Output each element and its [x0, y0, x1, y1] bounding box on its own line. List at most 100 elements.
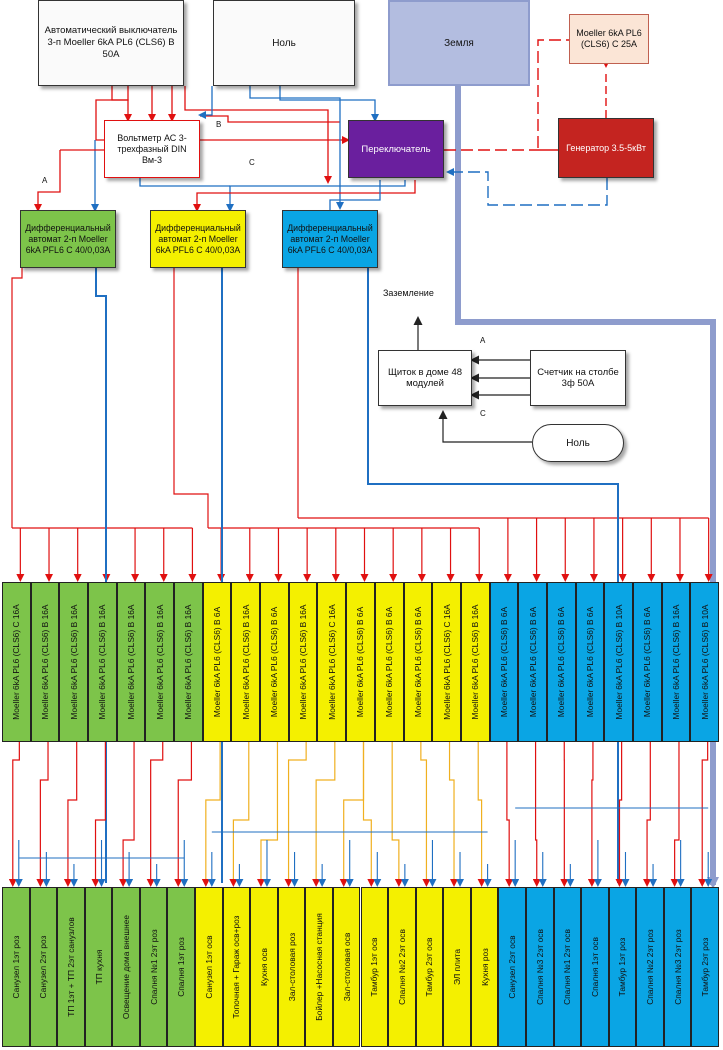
branch-phase-12 — [312, 742, 336, 887]
circuit-label: Кухня роз — [479, 948, 490, 986]
circuit-label: Тамбур 1эт осв — [369, 937, 380, 997]
circuit-label: Тамбур 2эт роз — [700, 937, 711, 997]
circuit-label: Спалня 1эт осв — [589, 937, 600, 997]
circuit-label: Кухня осв — [258, 947, 269, 987]
circuit-11: Зал-столовая роз — [277, 887, 306, 1047]
branch-phase-14 — [362, 742, 376, 887]
circuit-label: Зал-столовая роз — [286, 932, 297, 1002]
breaker-label: Moeller 6kA PL6 (CLS6) B 6A — [498, 606, 509, 718]
branch-phase-11 — [284, 742, 307, 887]
breaker-5: Moeller 6kA PL6 (CLS6) B 16A — [116, 582, 146, 742]
branch-phase-9 — [229, 742, 250, 887]
branch-phase-8 — [201, 742, 221, 887]
house-panel-label: Щиток в доме 48 модулей — [387, 367, 463, 389]
branch-phase-19 — [505, 742, 514, 887]
branch-phase-25 — [670, 742, 680, 887]
circuit-4: ТП кухня — [84, 887, 113, 1047]
breaker-21: Moeller 6kA PL6 (CLS6) B 6A — [575, 582, 605, 742]
circuit-3: ТП 1эт + ТП 2эт санузлов — [57, 887, 85, 1047]
breaker-label: Moeller 6kA PL6 (CLS6) B 6A — [212, 606, 223, 718]
breaker-label: Moeller 6kA PL6 (CLS6) B 10A — [613, 604, 624, 720]
circuit-label: Спалня №2 2эт осв — [396, 929, 407, 1005]
breaker-label: Moeller 6kA PL6 (CLS6) B 6A — [384, 606, 395, 718]
circuit-23: Тамбур 1эт роз — [608, 887, 637, 1047]
pole-neutral-label: Ноль — [566, 437, 590, 449]
circuit-16: Тамбур 2эт осв — [415, 887, 444, 1047]
pole-phase-label-c: C — [480, 409, 486, 418]
circuit-18: Кухня роз — [470, 887, 499, 1047]
breaker-label: Moeller 6kA PL6 (CLS6) B 10A — [699, 604, 710, 720]
grounding-label: Заземление — [383, 288, 434, 298]
circuit-label: Санузел 2эт роз — [38, 935, 49, 999]
transfer-switch: Переключатель — [348, 120, 444, 178]
breaker-22: Moeller 6kA PL6 (CLS6) B 10A — [604, 582, 633, 742]
circuit-10: Кухня осв — [250, 887, 278, 1047]
breaker-label: Moeller 6kA PL6 (CLS6) B 16A — [40, 604, 50, 720]
breaker-label: Moeller 6kA PL6 (CLS6) B 16A — [126, 604, 137, 720]
main-breaker: Автоматический выключатель 3-п Moeller 6… — [38, 0, 184, 86]
circuit-21: Спалня №1 2эт осв — [553, 887, 582, 1047]
breaker-label: Moeller 6kA PL6 (CLS6) B 16A — [97, 604, 108, 720]
breaker-17: Moeller 6kA PL6 (CLS6) B 16A — [460, 582, 490, 742]
circuit-label: ТП 1эт + ТП 2эт санузлов — [65, 917, 76, 1017]
breaker-label: Moeller 6kA PL6 (CLS6) C 16A — [326, 604, 337, 720]
circuit-label: Санузел 2эт осв — [507, 935, 518, 999]
branch-phase-24 — [643, 742, 652, 887]
neutral-bus-label: Ноль — [272, 37, 296, 49]
breaker-label: Moeller 6kA PL6 (CLS6) C 16A — [11, 604, 22, 720]
pole-meter-label: Счетчик на столбе 3ф 50А — [537, 367, 619, 389]
breaker-19: Moeller 6kA PL6 (CLS6) B 6A — [518, 582, 547, 742]
circuit-label: Топочная + Гараж осв+роз — [231, 915, 242, 1019]
voltmeter-label: Вольтметр АС 3-трехфазный DIN Вм-3 — [117, 132, 187, 165]
branch-phase-17 — [448, 742, 459, 887]
breaker-10: Moeller 6kA PL6 (CLS6) B 6A — [260, 582, 289, 742]
circuit-label: Санузел 1эт роз — [10, 935, 21, 999]
breaker-label: Moeller 6kA PL6 (CLS6) B 16A — [240, 604, 251, 720]
pole-phase-label-a: A — [480, 336, 486, 345]
circuit-label: Спалня №1 2эт роз — [148, 929, 159, 1005]
circuit-label: Бойлер +Насосная станция — [314, 913, 325, 1021]
circuit-5: Освещение дома внешнее — [112, 887, 140, 1047]
neutral-bus: Ноль — [213, 0, 355, 86]
breaker-label: Moeller 6kA PL6 (CLS6) B 16A — [670, 604, 681, 720]
breaker-label: Moeller 6kA PL6 (CLS6) B 16A — [183, 604, 194, 720]
circuit-24: Спалня №2 2эт роз — [636, 887, 664, 1047]
neutral-green — [95, 268, 107, 883]
breaker-2: Moeller 6kA PL6 (CLS6) B 16A — [30, 582, 60, 742]
circuit-label: ЭЛ плита — [452, 948, 462, 986]
pole-meter: Счетчик на столбе 3ф 50А — [530, 350, 626, 406]
breaker-9: Moeller 6kA PL6 (CLS6) B 16A — [231, 582, 261, 742]
breaker-23: Moeller 6kA PL6 (CLS6) B 6A — [632, 582, 662, 742]
circuit-8: Санузел 1эт осв — [195, 887, 223, 1047]
rcd-blue-label: Дифференциальный автомат 2-п Moeller 6kA… — [287, 222, 373, 255]
breaker-label: Moeller 6kA PL6 (CLS6) B 6A — [584, 606, 595, 718]
branch-phase-7 — [174, 742, 193, 887]
breaker-label: Moeller 6kA PL6 (CLS6) B 6A — [355, 606, 366, 718]
breaker-label: Moeller 6kA PL6 (CLS6) B 6A — [527, 606, 538, 718]
generator-label: Генератор 3.5-5кВт — [566, 142, 646, 153]
breaker-13: Moeller 6kA PL6 (CLS6) B 6A — [346, 582, 375, 742]
phase-label-a: A — [42, 176, 48, 185]
breaker-label: Moeller 6kA PL6 (CLS6) B 6A — [556, 606, 567, 718]
breaker-label: Moeller 6kA PL6 (CLS6) B 16A — [154, 604, 165, 720]
breaker-label: Moeller 6kA PL6 (CLS6) C 16A — [441, 604, 452, 720]
breaker-4: Moeller 6kA PL6 (CLS6) B 16A — [88, 582, 117, 742]
generator-breaker: Moeller 6kA PL6 (CLS6) C 25A — [569, 14, 649, 64]
branch-phase-5 — [119, 742, 135, 887]
breaker-3: Moeller 6kA PL6 (CLS6) B 16A — [59, 582, 89, 742]
circuit-label: Освещение дома внешнее — [121, 914, 132, 1020]
circuit-17: ЭЛ плита — [443, 887, 471, 1047]
generator-neutral-line — [446, 168, 608, 206]
rcd-yellow-label: Дифференциальный автомат 2-п Moeller 6kA… — [155, 222, 241, 255]
transfer-switch-label: Переключатель — [361, 143, 431, 155]
branch-phase-23 — [615, 742, 624, 887]
branch-phase-20 — [532, 742, 541, 887]
branch-phase-15 — [391, 742, 403, 887]
breaker-label: Moeller 6kA PL6 (CLS6) B 6A — [269, 606, 280, 718]
rcd-blue: Дифференциальный автомат 2-п Moeller 6kA… — [282, 210, 378, 268]
branch-phase-13 — [339, 742, 365, 887]
rcd-green: Дифференциальный автомат 2-п Moeller 6kA… — [20, 210, 116, 268]
earth-bus: Земля — [388, 0, 530, 86]
breaker-6: Moeller 6kA PL6 (CLS6) B 16A — [145, 582, 175, 742]
breaker-1: Moeller 6kA PL6 (CLS6) C 16A — [2, 582, 31, 742]
